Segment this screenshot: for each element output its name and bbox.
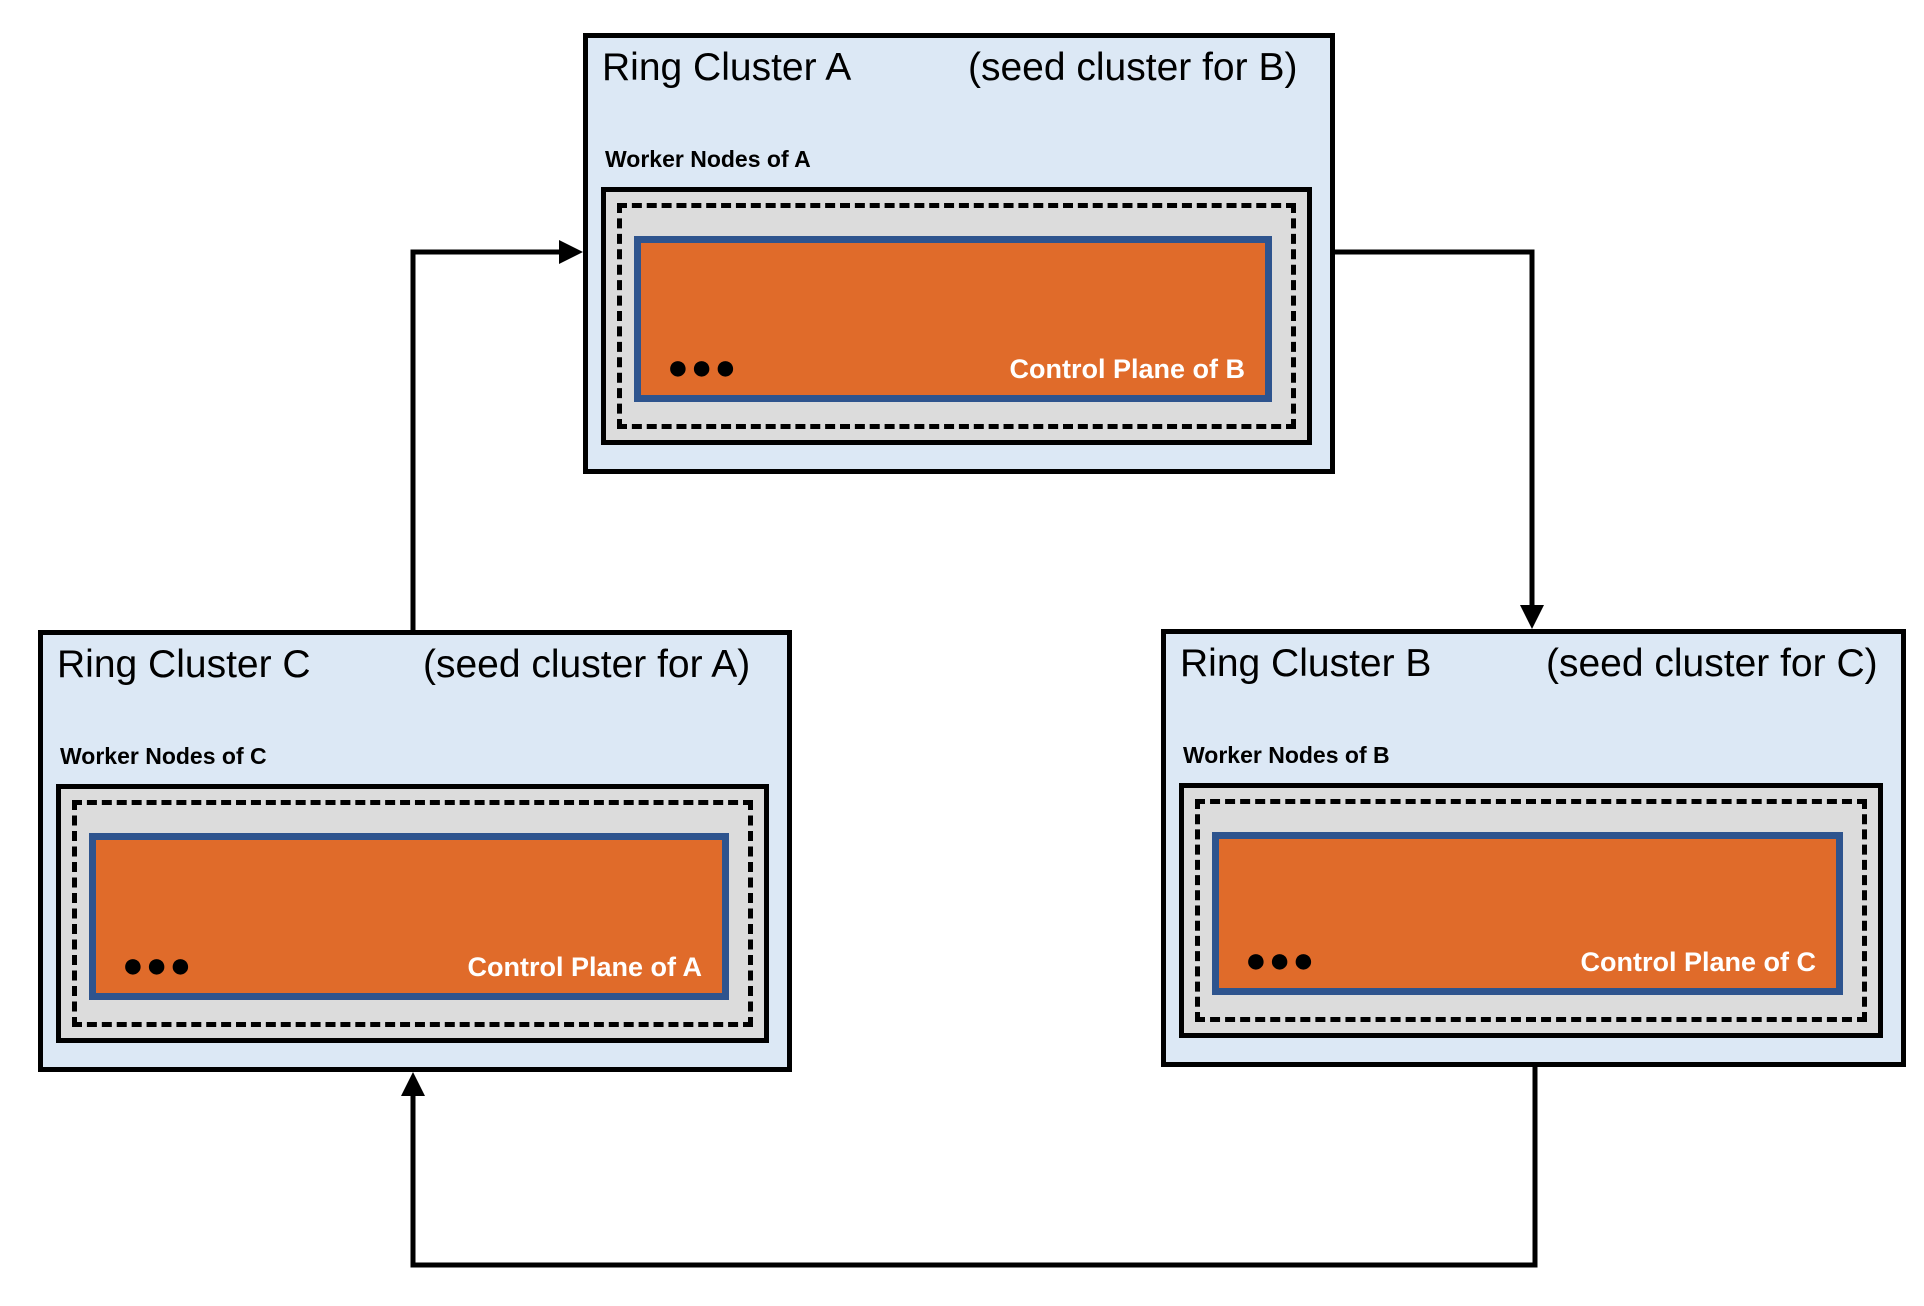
arrow-b-to-c: [401, 1067, 1538, 1268]
cluster-a-seed-note: (seed cluster for B): [968, 46, 1298, 89]
cluster-b-seed-note: (seed cluster for C): [1546, 642, 1878, 685]
cluster-a-dashed-zone: ●●● Control Plane of B: [617, 203, 1296, 429]
cluster-c-control-plane-label: Control Plane of A: [467, 952, 703, 983]
cluster-c-worker-nodes-label: Worker Nodes of C: [60, 743, 267, 769]
cluster-a-control-plane-label: Control Plane of B: [1009, 354, 1246, 385]
cluster-a-worker-nodes-box: ●●● Control Plane of B: [601, 187, 1312, 445]
cluster-c-worker-nodes-box: ●●● Control Plane of A: [56, 784, 769, 1043]
cluster-a-worker-nodes-label: Worker Nodes of A: [605, 146, 811, 172]
cluster-b-box: Ring Cluster B (seed cluster for C) Work…: [1161, 629, 1906, 1067]
arrowhead-right-icon: [559, 240, 583, 264]
cluster-a-control-plane-box: ●●● Control Plane of B: [634, 236, 1272, 402]
cluster-b-worker-nodes-box: ●●● Control Plane of C: [1179, 783, 1883, 1038]
cluster-c-title: Ring Cluster C: [57, 643, 311, 686]
cluster-a-box: Ring Cluster A (seed cluster for B) Work…: [583, 33, 1335, 474]
cluster-c-seed-note: (seed cluster for A): [423, 643, 751, 686]
cluster-a-title: Ring Cluster A: [602, 46, 852, 89]
cluster-c-dashed-zone: ●●● Control Plane of A: [72, 800, 753, 1027]
cluster-c-control-plane-box: ●●● Control Plane of A: [89, 833, 729, 1000]
arrowhead-down-icon: [1520, 605, 1544, 629]
arrow-a-to-b: [1335, 249, 1544, 629]
ellipsis-dots-icon: ●●●: [1245, 939, 1317, 980]
cluster-b-title: Ring Cluster B: [1180, 642, 1432, 685]
cluster-b-worker-nodes-label: Worker Nodes of B: [1183, 742, 1390, 768]
cluster-b-dashed-zone: ●●● Control Plane of C: [1195, 799, 1867, 1022]
cluster-b-control-plane-box: ●●● Control Plane of C: [1212, 832, 1843, 995]
ellipsis-dots-icon: ●●●: [667, 346, 739, 387]
ellipsis-dots-icon: ●●●: [122, 944, 194, 985]
arrowhead-up-icon: [401, 1072, 425, 1096]
arrow-c-to-a: [410, 240, 583, 630]
cluster-c-box: Ring Cluster C (seed cluster for A) Work…: [38, 630, 792, 1072]
cluster-b-control-plane-label: Control Plane of C: [1580, 947, 1817, 978]
